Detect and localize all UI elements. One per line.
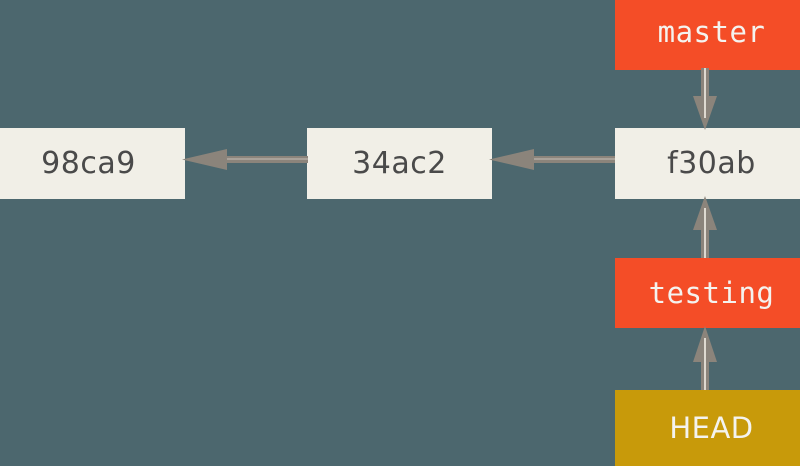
commit-node-98ca9[interactable]: 98ca9 xyxy=(0,128,185,199)
commit-label: 98ca9 xyxy=(41,146,136,181)
commit-label: 34ac2 xyxy=(352,146,447,181)
branch-name: master xyxy=(657,15,766,49)
commit-label: f30ab xyxy=(667,146,756,181)
commit-node-f30ab[interactable]: f30ab xyxy=(615,128,800,199)
arrow-head-to-testing xyxy=(692,326,718,390)
branch-label-master[interactable]: master xyxy=(615,0,800,70)
arrow-testing-to-f30ab xyxy=(692,196,718,258)
head-pointer[interactable]: HEAD xyxy=(615,390,800,466)
arrow-f30ab-to-34ac2 xyxy=(489,148,615,172)
commit-node-34ac2[interactable]: 34ac2 xyxy=(307,128,492,199)
branch-name: testing xyxy=(648,276,775,310)
arrow-master-to-f30ab xyxy=(692,68,718,130)
branch-label-testing[interactable]: testing xyxy=(615,258,800,328)
arrow-34ac2-to-98ca9 xyxy=(182,148,308,172)
head-label: HEAD xyxy=(669,411,754,445)
